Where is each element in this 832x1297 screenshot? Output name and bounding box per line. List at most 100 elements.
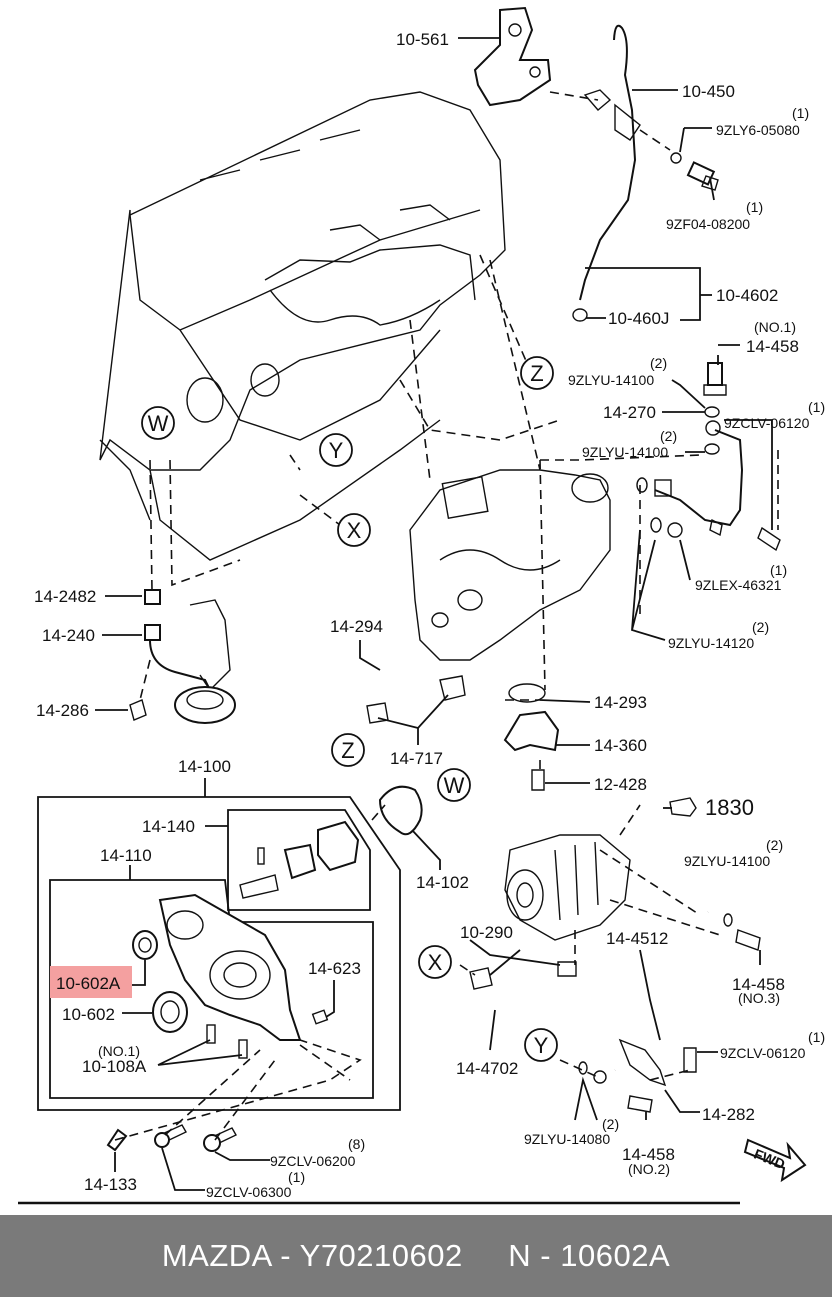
seal-10-602 — [152, 991, 188, 1033]
qty-14100b: (2) — [660, 428, 677, 444]
label-9zclv-06120b: 9ZCLV-06120 — [720, 1045, 806, 1061]
label-9zlyu-14100b: 9ZLYU-14100 — [582, 444, 668, 460]
footer-caption: MAZDA - Y70210602 N - 10602A — [161, 1238, 671, 1273]
label-1830: 1830 — [705, 795, 754, 820]
qty-9zclv06120b: (1) — [808, 1029, 825, 1045]
svg-text:X: X — [347, 518, 362, 543]
label-10-602a: 10-602A — [56, 974, 121, 993]
qty-9zf04: (1) — [746, 199, 763, 215]
bolt-14-286 — [129, 699, 147, 721]
kit-box-14-110 — [49, 879, 374, 1099]
washer-9zly6 — [670, 152, 682, 164]
label-14-4512: 14-4512 — [606, 929, 668, 948]
highlight-10-602a — [50, 966, 132, 998]
footer-bar: MAZDA - Y70210602 N - 10602A — [0, 1215, 832, 1297]
marker-z1: Z — [520, 356, 554, 390]
label-14-286: 14-286 — [36, 701, 89, 720]
bolt-9zf04 — [686, 161, 719, 191]
parts-diagram: FWD — [18, 6, 825, 1205]
label-10-602: 10-602 — [62, 1005, 115, 1024]
label-14-293: 14-293 — [594, 693, 647, 712]
label-14-102: 14-102 — [416, 873, 469, 892]
washer-14080 — [578, 1061, 588, 1075]
marker-w1: W — [141, 406, 175, 440]
qty-9zclv06300: (1) — [288, 1169, 305, 1185]
kit-14-140-parts — [239, 820, 360, 899]
label-14-458-no2: 14-458 — [622, 1145, 675, 1164]
label-12-428: 12-428 — [594, 775, 647, 794]
gasket-14-102 — [378, 785, 423, 836]
kit-box-14-100 — [37, 796, 401, 1111]
label-14-270: 14-270 — [603, 403, 656, 422]
qty-10108a: (NO.1) — [98, 1043, 140, 1059]
svg-text:X: X — [428, 950, 443, 975]
label-14-4702: 14-4702 — [456, 1059, 518, 1078]
label-10-561: 10-561 — [396, 30, 449, 49]
washer-14100c — [723, 913, 733, 927]
bolt-9zclv-06200 — [203, 1127, 237, 1152]
qty-14120: (2) — [752, 619, 769, 635]
marker-x2: X — [418, 945, 452, 979]
qty-14080: (2) — [602, 1116, 619, 1132]
label-9zlyu-14120: 9ZLYU-14120 — [668, 635, 754, 651]
part-labels: 10-561 10-450 (1) 9ZLY6-05080 (1) 9ZF04-… — [34, 30, 825, 1200]
label-14-240: 14-240 — [42, 626, 95, 645]
elbow-14-360 — [503, 710, 560, 752]
engine-block-illustration — [99, 91, 506, 561]
washer-14120b — [636, 477, 648, 493]
label-14-100: 14-100 — [178, 757, 231, 776]
label-14-140: 14-140 — [142, 817, 195, 836]
label-14-623: 14-623 — [308, 959, 361, 978]
qty-9zclv06200: (8) — [348, 1136, 365, 1152]
seal-10-602a — [132, 930, 158, 960]
washer-14100b — [704, 443, 720, 455]
bolt-9zclv-06120b — [683, 1047, 697, 1073]
bolt-9zclv-06120a — [757, 526, 781, 552]
svg-text:Z: Z — [530, 361, 543, 386]
oil-pipe-14-270 — [654, 420, 744, 537]
washer-14100a — [704, 406, 720, 418]
qty-14458c: (NO.2) — [628, 1161, 670, 1177]
label-9zclv-06120a: 9ZCLV-06120 — [724, 415, 810, 431]
label-9zlyu-14100a: 9ZLYU-14100 — [568, 372, 654, 388]
hose-14-294 — [366, 662, 466, 724]
marker-z2: Z — [331, 733, 365, 767]
bracket-10-561 — [473, 6, 552, 107]
label-14-458-no3: 14-458 — [732, 975, 785, 994]
washer-14120 — [650, 517, 662, 533]
pipe-14-4512 — [593, 911, 710, 1087]
leader-lines — [95, 37, 773, 1191]
label-14-282: 14-282 — [702, 1105, 755, 1124]
label-10-450: 10-450 — [682, 82, 735, 101]
pins-10-108a — [206, 1024, 248, 1059]
svg-text:Y: Y — [329, 438, 344, 463]
fwd-label: FWD — [752, 1146, 788, 1173]
kit-box-14-140 — [227, 809, 371, 911]
label-14-2482: 14-2482 — [34, 587, 96, 606]
qty-9zly6: (1) — [792, 105, 809, 121]
label-14-294: 14-294 — [330, 617, 383, 636]
fwd-arrow-icon: FWD — [743, 1138, 807, 1183]
qty-14100c: (2) — [766, 837, 783, 853]
gasket-14-293 — [508, 683, 546, 703]
svg-text:W: W — [444, 773, 465, 798]
svg-text:Z: Z — [341, 738, 354, 763]
alternator-illustration — [504, 834, 631, 941]
label-14-717: 14-717 — [390, 749, 443, 768]
label-14-458-no1: 14-458 — [746, 337, 799, 356]
svg-text:Y: Y — [534, 1033, 549, 1058]
label-14-360: 14-360 — [594, 736, 647, 755]
qty-14100a: (2) — [650, 355, 667, 371]
label-9zf04: 9ZF04-08200 — [666, 216, 750, 232]
marker-y1: Y — [319, 433, 353, 467]
label-9zlyu-14080: 9ZLYU-14080 — [524, 1131, 610, 1147]
qty-14458a: (NO.1) — [754, 319, 796, 335]
marker-x1: X — [337, 513, 371, 547]
qty-14458b: (NO.3) — [738, 990, 780, 1006]
nut-9zlex — [667, 522, 683, 538]
label-9zlyu-14100c: 9ZLYU-14100 — [684, 853, 770, 869]
label-10-460j: 10-460J — [608, 309, 669, 328]
label-10-4602: 10-4602 — [716, 286, 778, 305]
strainer-14-240 — [144, 589, 236, 724]
svg-text:W: W — [148, 411, 169, 436]
